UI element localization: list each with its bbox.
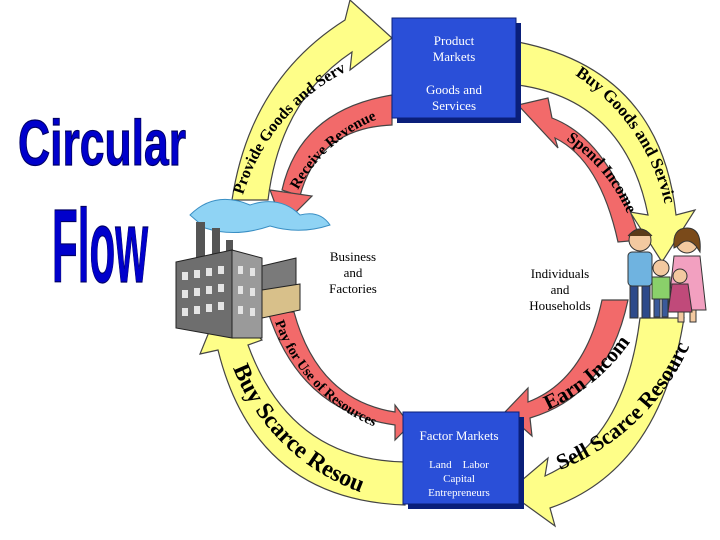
households-line-2: and: [551, 282, 570, 297]
diagram-title: Circular Flow: [17, 106, 186, 305]
business-line-2: and: [344, 265, 363, 280]
households-label: Individuals and Households: [529, 266, 590, 313]
title-flow: Flow: [52, 189, 148, 305]
factor-markets-sub-2: Capital: [443, 473, 475, 485]
factor-markets-sub-1: Land Labor: [429, 459, 489, 471]
households-line-3: Households: [529, 298, 590, 313]
sell-resources-arrow: [507, 317, 685, 528]
provide-goods-arrow: [231, 0, 393, 201]
family-icon: [627, 227, 707, 323]
product-markets-heading-2: Markets: [433, 49, 476, 64]
factor-markets-box: Factor Markets Land Labor Capital Entrep…: [402, 411, 524, 509]
buy-goods-arrow: [517, 41, 697, 264]
factor-markets-heading: Factor Markets: [419, 428, 498, 443]
business-line-1: Business: [330, 249, 376, 264]
households-line-1: Individuals: [531, 266, 590, 281]
business-label: Business and Factories: [329, 249, 377, 296]
factory-icon: [175, 198, 331, 339]
title-circular: Circular: [18, 107, 186, 179]
business-line-3: Factories: [329, 281, 377, 296]
factor-markets-sub-3: Entrepreneurs: [428, 487, 490, 499]
product-markets-heading-1: Product: [434, 33, 475, 48]
product-markets-sub-2: Services: [432, 98, 476, 113]
product-markets-sub-1: Goods and: [426, 82, 482, 97]
product-markets-box: Product Markets Goods and Services: [391, 17, 521, 123]
